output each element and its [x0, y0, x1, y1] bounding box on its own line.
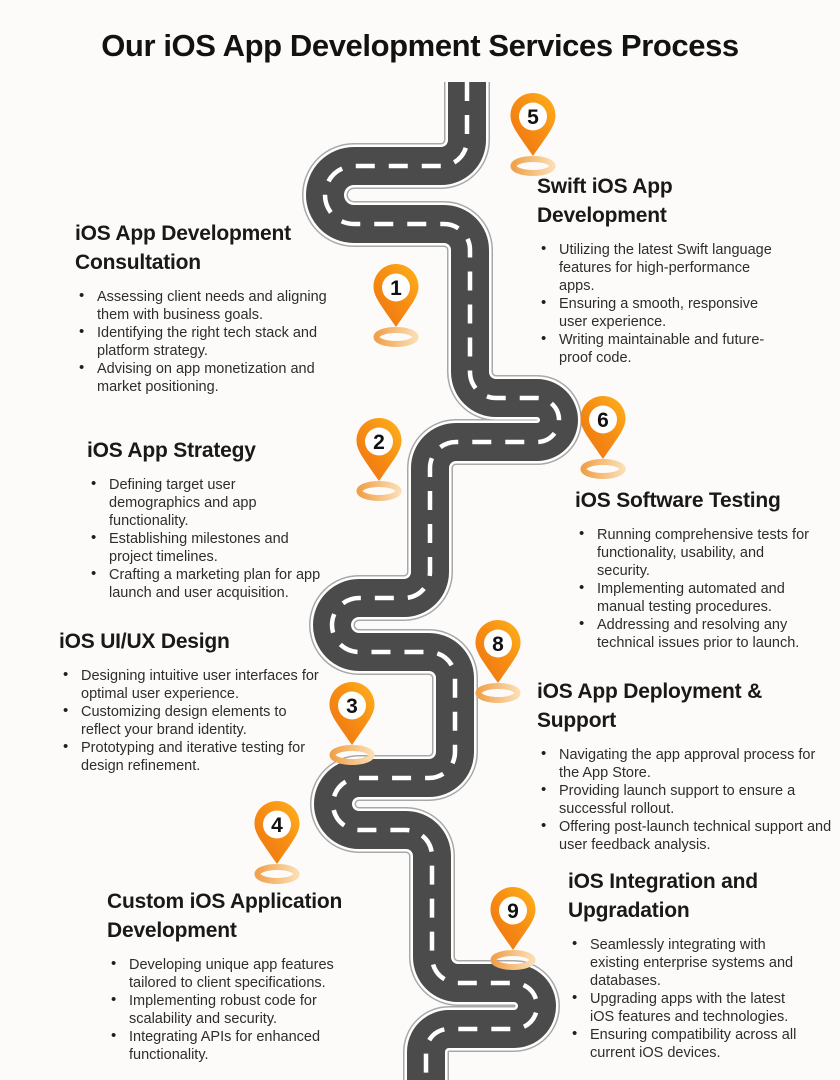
bullet: Assessing client needs and aligning them… — [75, 287, 337, 324]
location-pin-icon: 1 — [373, 264, 419, 347]
bullet: Utilizing the latest Swift language feat… — [537, 240, 783, 295]
map-pin-1: 1 — [368, 261, 424, 349]
map-pin-5: 5 — [505, 90, 561, 178]
step-bullets: Assessing client needs and aligning them… — [75, 287, 337, 396]
pin-number: 9 — [507, 900, 519, 923]
bullet: Implementing robust code for scalability… — [107, 991, 359, 1028]
pin-number: 5 — [527, 106, 539, 129]
bullet: Defining target user demographics and ap… — [87, 475, 329, 530]
step-block-swift-development: Swift iOS App Development Utilizing the … — [537, 172, 783, 367]
pin-number: 8 — [492, 633, 504, 656]
bullet: Offering post-launch technical support a… — [537, 817, 833, 854]
step-bullets: Utilizing the latest Swift language feat… — [537, 240, 783, 367]
bullet: Navigating the app approval process for … — [537, 745, 833, 782]
step-title: iOS Software Testing — [575, 489, 781, 512]
location-pin-icon: 6 — [580, 396, 626, 479]
step-block-consultation: iOS App Development Consultation Assessi… — [75, 219, 337, 396]
step-block-integration-upgradation: iOS Integration and Upgradation Seamless… — [568, 867, 806, 1062]
map-pin-3: 3 — [324, 679, 380, 767]
location-pin-icon: 8 — [475, 620, 521, 703]
step-block-custom-development: Custom iOS Application Development Devel… — [107, 887, 359, 1064]
bullet: Seamlessly integrating with existing ent… — [568, 935, 806, 990]
bullet: Designing intuitive user interfaces for … — [59, 666, 325, 703]
step-title: iOS Integration and Upgradation — [568, 870, 758, 922]
bullet: Customizing design elements to reflect y… — [59, 702, 325, 739]
location-pin-icon: 5 — [510, 93, 556, 176]
step-title: iOS UI/UX Design — [59, 630, 230, 653]
location-pin-icon: 9 — [490, 887, 536, 970]
step-title: iOS App Strategy — [87, 439, 256, 462]
map-pin-6: 6 — [575, 393, 631, 481]
bullet: Providing launch support to ensure a suc… — [537, 781, 833, 818]
bullet: Addressing and resolving any technical i… — [575, 615, 815, 652]
step-title: Swift iOS App Development — [537, 175, 673, 227]
page-title: Our iOS App Development Services Process — [101, 28, 739, 63]
map-pin-4: 4 — [249, 798, 305, 886]
step-bullets: Seamlessly integrating with existing ent… — [568, 935, 806, 1062]
map-pin-8: 8 — [470, 617, 526, 705]
bullet: Implementing automated and manual testin… — [575, 579, 815, 616]
bullet: Identifying the right tech stack and pla… — [75, 323, 337, 360]
pin-number: 3 — [346, 695, 358, 718]
step-block-uiux-design: iOS UI/UX Design Designing intuitive use… — [59, 627, 325, 775]
bullet: Establishing milestones and project time… — [87, 529, 329, 566]
location-pin-icon: 4 — [254, 801, 300, 884]
step-title: iOS App Deployment & Support — [537, 680, 763, 732]
bullet: Crafting a marketing plan for app launch… — [87, 565, 329, 602]
location-pin-icon: 2 — [356, 418, 402, 501]
step-block-strategy: iOS App Strategy Defining target user de… — [87, 436, 329, 602]
pin-number: 6 — [597, 409, 609, 432]
bullet: Prototyping and iterative testing for de… — [59, 738, 325, 775]
step-title: Custom iOS Application Development — [107, 890, 343, 942]
bullet: Running comprehensive tests for function… — [575, 525, 815, 580]
step-bullets: Defining target user demographics and ap… — [87, 475, 329, 602]
bullet: Upgrading apps with the latest iOS featu… — [568, 989, 806, 1026]
map-pin-2: 2 — [351, 415, 407, 503]
step-bullets: Navigating the app approval process for … — [537, 745, 833, 854]
step-block-software-testing: iOS Software Testing Running comprehensi… — [575, 486, 815, 652]
step-block-deployment-support: iOS App Deployment & Support Navigating … — [537, 677, 833, 854]
bullet: Advising on app monetization and market … — [75, 359, 337, 396]
map-pin-9: 9 — [485, 884, 541, 972]
location-pin-icon: 3 — [329, 682, 375, 765]
bullet: Developing unique app features tailored … — [107, 955, 359, 992]
step-bullets: Designing intuitive user interfaces for … — [59, 666, 325, 775]
bullet: Writing maintainable and future-proof co… — [537, 330, 783, 367]
step-title: iOS App Development Consultation — [75, 222, 291, 274]
pin-number: 2 — [373, 431, 385, 454]
step-bullets: Developing unique app features tailored … — [107, 955, 359, 1064]
pin-number: 1 — [390, 277, 402, 300]
step-bullets: Running comprehensive tests for function… — [575, 525, 815, 652]
bullet: Integrating APIs for enhanced functional… — [107, 1027, 359, 1064]
pin-number: 4 — [271, 814, 283, 837]
bullet: Ensuring compatibility across all curren… — [568, 1025, 806, 1062]
bullet: Ensuring a smooth, responsive user exper… — [537, 294, 783, 331]
